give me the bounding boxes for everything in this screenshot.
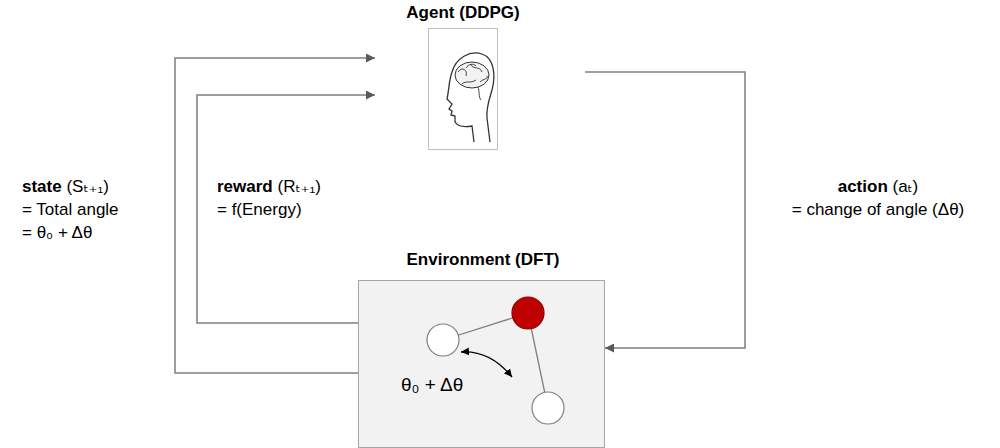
brain-stem [478, 87, 481, 100]
connector-arrow [585, 72, 745, 348]
angle-label: θ₀ + Δθ [401, 374, 463, 396]
agent-node: Agent (DDPG) [375, 28, 585, 149]
atom-circle [427, 324, 459, 356]
head-profile [447, 53, 494, 142]
bond-line [443, 313, 528, 340]
angle-arrow [461, 352, 512, 377]
bond-line [528, 313, 548, 408]
connector-arrow [175, 58, 375, 373]
atom-circle-red [512, 297, 544, 329]
brain-outline [455, 62, 489, 88]
brain-folds [458, 64, 487, 84]
edge-label: state (Sₜ₊₁) = Total angle = θ₀ + Δθ [22, 175, 119, 244]
atom-circle [532, 392, 564, 424]
node-heading: Environment (DFT) [407, 250, 560, 270]
connector-arrow [197, 95, 375, 323]
edge-label: reward (Rₜ₊₁) = f(Energy) [217, 175, 321, 221]
environment-box: Environment (DFT)θ₀ + Δθ [358, 280, 605, 448]
node-heading: Agent (DDPG) [406, 3, 519, 23]
edge-label: action (aₜ) = change of angle (Δθ) [792, 175, 965, 221]
picture-frame [429, 29, 498, 150]
